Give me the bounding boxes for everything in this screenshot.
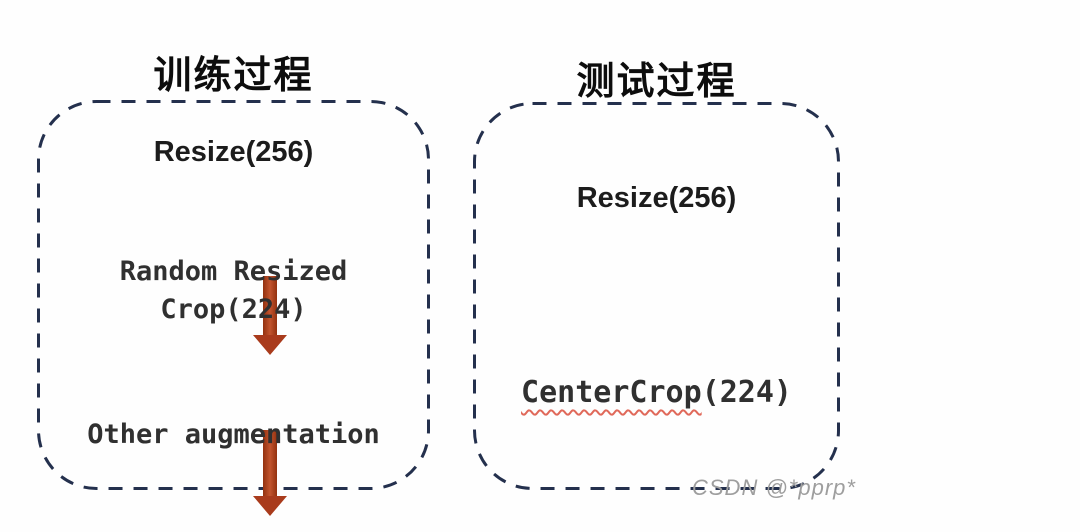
dashed-border: [473, 102, 840, 490]
train-step-resize: Resize(256): [153, 136, 314, 168]
watermark: CSDN @*pprp*: [692, 475, 856, 500]
test-step-centercrop-word: CenterCrop: [521, 375, 702, 410]
dashed-border: [37, 100, 430, 490]
test-process-box: Resize(256) CenterCrop(224): [473, 102, 840, 490]
arrow-head: [253, 496, 287, 516]
train-process-title: 训练过程: [153, 55, 314, 97]
test-step-resize: Resize(256): [576, 182, 737, 214]
arrow-head: [253, 335, 287, 355]
train-process-box: Resize(256) Random Resized Crop(224) Oth…: [37, 100, 430, 516]
train-step-other-augmentation: Other augmentation: [87, 419, 380, 450]
train-step-random-resized-crop-line2: Crop(224): [160, 294, 307, 325]
train-step-random-resized-crop: Random Resized Crop(224): [37, 253, 430, 329]
arrow-shaft: [263, 276, 277, 335]
train-step-random-resized-crop-line1: Random Resized: [119, 256, 348, 287]
test-step-centercrop: CenterCrop(224): [473, 374, 840, 412]
down-arrow-icon: [253, 430, 287, 516]
down-arrow-icon: [253, 276, 287, 355]
test-step-centercrop-args: (224): [701, 375, 792, 410]
test-process-title: 测试过程: [576, 61, 737, 103]
arrow-shaft: [263, 430, 277, 496]
